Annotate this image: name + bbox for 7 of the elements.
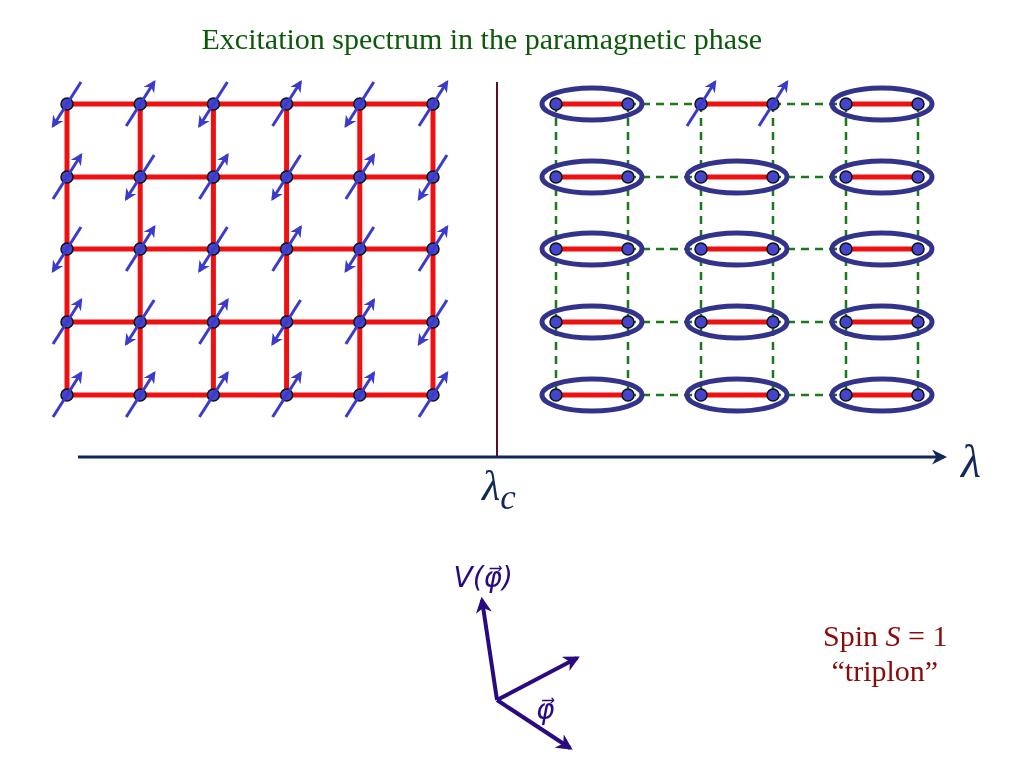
axis-label: λ$_{c}$ [482, 462, 516, 518]
vector-label: φ⃗ [536, 694, 555, 726]
annotation-text: Spin S = 1 [823, 618, 948, 652]
axis-label: λ [961, 436, 981, 488]
annotation-text: “triplon” [831, 653, 939, 687]
title: Excitation spectrum in the paramagnetic phase [201, 21, 763, 55]
vector-label: V(φ⃗) [453, 562, 513, 594]
